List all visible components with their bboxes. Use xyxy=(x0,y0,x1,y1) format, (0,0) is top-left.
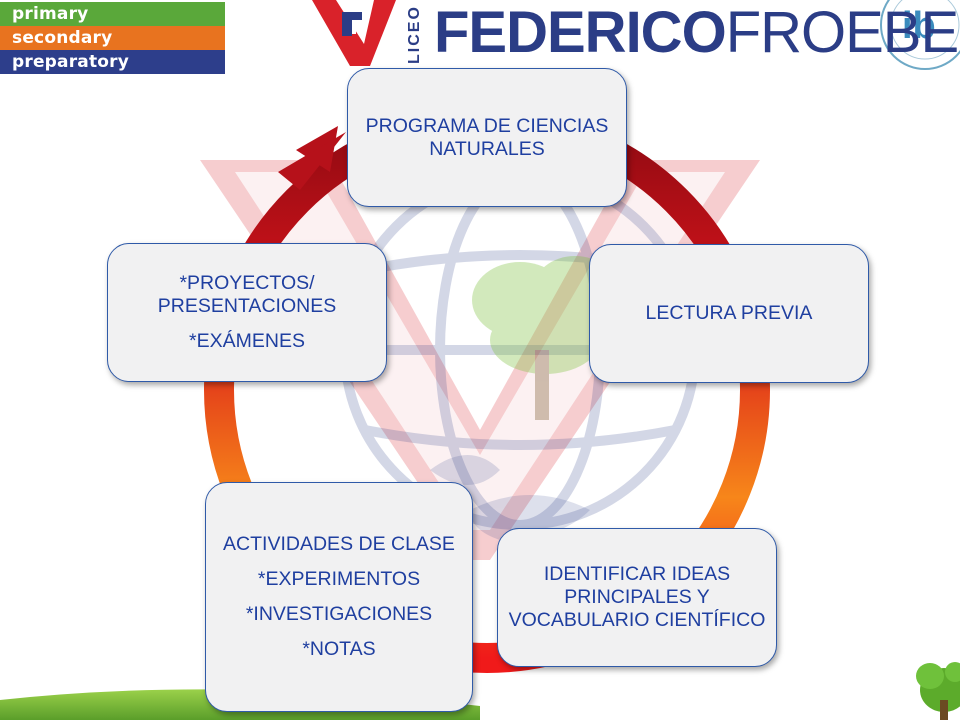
school-prefix: LICEO xyxy=(404,5,430,64)
cycle-step-identificar: IDENTIFICAR IDEAS PRINCIPALES Y VOCABULA… xyxy=(497,528,777,667)
step-text: *PROYECTOS/ PRESENTACIONES xyxy=(157,272,337,317)
cycle-step-actividades: ACTIVIDADES DE CLASE *EXPERIMENTOS *INVE… xyxy=(205,482,473,712)
cycle-step-proyectos: *PROYECTOS/ PRESENTACIONES *EXÁMENES xyxy=(107,243,387,382)
corner-tree-icon xyxy=(916,662,960,720)
step-text: IDENTIFICAR IDEAS PRINCIPALES Y VOCABULA… xyxy=(508,563,766,631)
ib-logo: ib xyxy=(880,0,960,70)
step-bullet-notas: *NOTAS xyxy=(302,638,376,660)
school-prefix-label: LICEO xyxy=(406,5,423,64)
cycle-step-lectura: LECTURA PREVIA xyxy=(589,244,869,383)
step-bullet-examenes: *EXÁMENES xyxy=(189,330,305,352)
step-bullet-experimentos: *EXPERIMENTOS xyxy=(257,568,421,590)
school-name-bold: FEDERICO xyxy=(434,0,727,65)
svg-text:ib: ib xyxy=(902,5,936,47)
cycle-step-programa: PROGRAMA DE CIENCIAS NATURALES xyxy=(347,68,627,207)
school-wordmark: FEDERICOFROEBEL xyxy=(434,2,960,64)
step-text: PROGRAMA DE CIENCIAS NATURALES xyxy=(365,114,609,160)
school-logo-icon xyxy=(312,0,396,66)
school-name-light: FROEBEL xyxy=(725,0,960,65)
level-preparatory: preparatory xyxy=(0,50,225,74)
level-primary: primary xyxy=(0,2,225,26)
step-bullet-investigaciones: *INVESTIGACIONES xyxy=(245,603,433,625)
step-text: ACTIVIDADES DE CLASE xyxy=(223,533,455,555)
level-secondary: secondary xyxy=(0,26,225,50)
step-text: LECTURA PREVIA xyxy=(645,302,813,324)
